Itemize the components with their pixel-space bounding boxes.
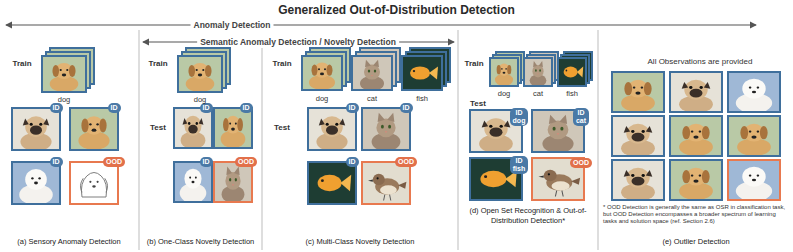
panel-caption: (c) Multi-Class Novelty Detection <box>306 237 415 247</box>
status-badge: OOD <box>570 158 592 168</box>
badge-text: ID <box>53 158 60 166</box>
panel-caption: (d) Open Set Recognition & Out-of-Distri… <box>463 206 593 226</box>
class-label: fish <box>566 89 578 99</box>
status-badge: IDcat <box>573 108 589 126</box>
split-label: Test <box>470 99 486 109</box>
status-badge: ID <box>108 103 121 113</box>
badge-text: ID <box>576 109 586 117</box>
status-badge: OOD <box>395 157 417 167</box>
status-badge: IDfish <box>510 156 528 174</box>
status-badge: ID <box>346 157 359 167</box>
badge-text: OOD <box>106 158 122 166</box>
figure-title: Generalized Out-of-Distribution Detectio… <box>0 3 793 17</box>
class-label: fish <box>416 94 428 104</box>
badge-text: ID <box>53 104 60 112</box>
panel-caption: (b) One-Class Novelty Detection <box>147 237 255 247</box>
badge-text: cat <box>576 117 586 125</box>
split-label: Train <box>148 59 167 69</box>
badge-text: OOD <box>398 158 414 166</box>
note-label: All Observations are provided <box>648 57 753 67</box>
status-badge: ID <box>400 103 413 113</box>
class-label: dog <box>194 95 207 105</box>
class-label: dog <box>498 89 511 99</box>
badge-text: ID <box>243 104 250 112</box>
status-badge: IDdog <box>510 108 529 126</box>
bracket-label: Anomaly Detection <box>191 20 274 30</box>
badge-text: fish <box>513 165 525 173</box>
class-label: cat <box>367 94 377 104</box>
class-label: dog <box>316 94 329 104</box>
status-badge: ID <box>346 103 359 113</box>
split-label: Train <box>12 59 31 69</box>
badge-text: OOD <box>573 159 589 167</box>
badge-text: ID <box>403 104 410 112</box>
bracket-label: Semantic Anomaly Detection / Novelty Det… <box>197 37 399 47</box>
split-label: Test <box>150 123 166 133</box>
badge-text: ID <box>349 104 356 112</box>
badge-text: ID <box>513 157 525 165</box>
class-label: cat <box>533 89 543 99</box>
status-badge: ID <box>200 157 213 167</box>
status-badge: ID <box>50 103 63 113</box>
footnote: * OOD Detection is generally the same as… <box>603 204 789 225</box>
badge-text: ID <box>111 104 118 112</box>
status-badge: ID <box>50 157 63 167</box>
panel-region: (c) Multi-Class Novelty Detection ID ID ID O… <box>263 30 457 252</box>
split-label: Train <box>272 59 291 69</box>
panel-caption: (a) Sensory Anomaly Detection <box>17 237 120 247</box>
class-label: dog <box>58 95 71 105</box>
status-badge: ID <box>200 103 213 113</box>
badge-text: dog <box>513 117 526 125</box>
badge-text: ID <box>203 104 210 112</box>
status-badge: ID <box>240 103 253 113</box>
status-badge: OOD <box>235 157 257 167</box>
panel-caption: (e) Outlier Detection <box>662 237 729 247</box>
split-label: Test <box>274 123 290 133</box>
badge-text: ID <box>349 158 356 166</box>
badge-text: ID <box>513 109 526 117</box>
split-label: Train <box>464 59 483 69</box>
badge-text: ID <box>203 158 210 166</box>
status-badge: OOD <box>103 157 125 167</box>
badge-text: OOD <box>238 158 254 166</box>
